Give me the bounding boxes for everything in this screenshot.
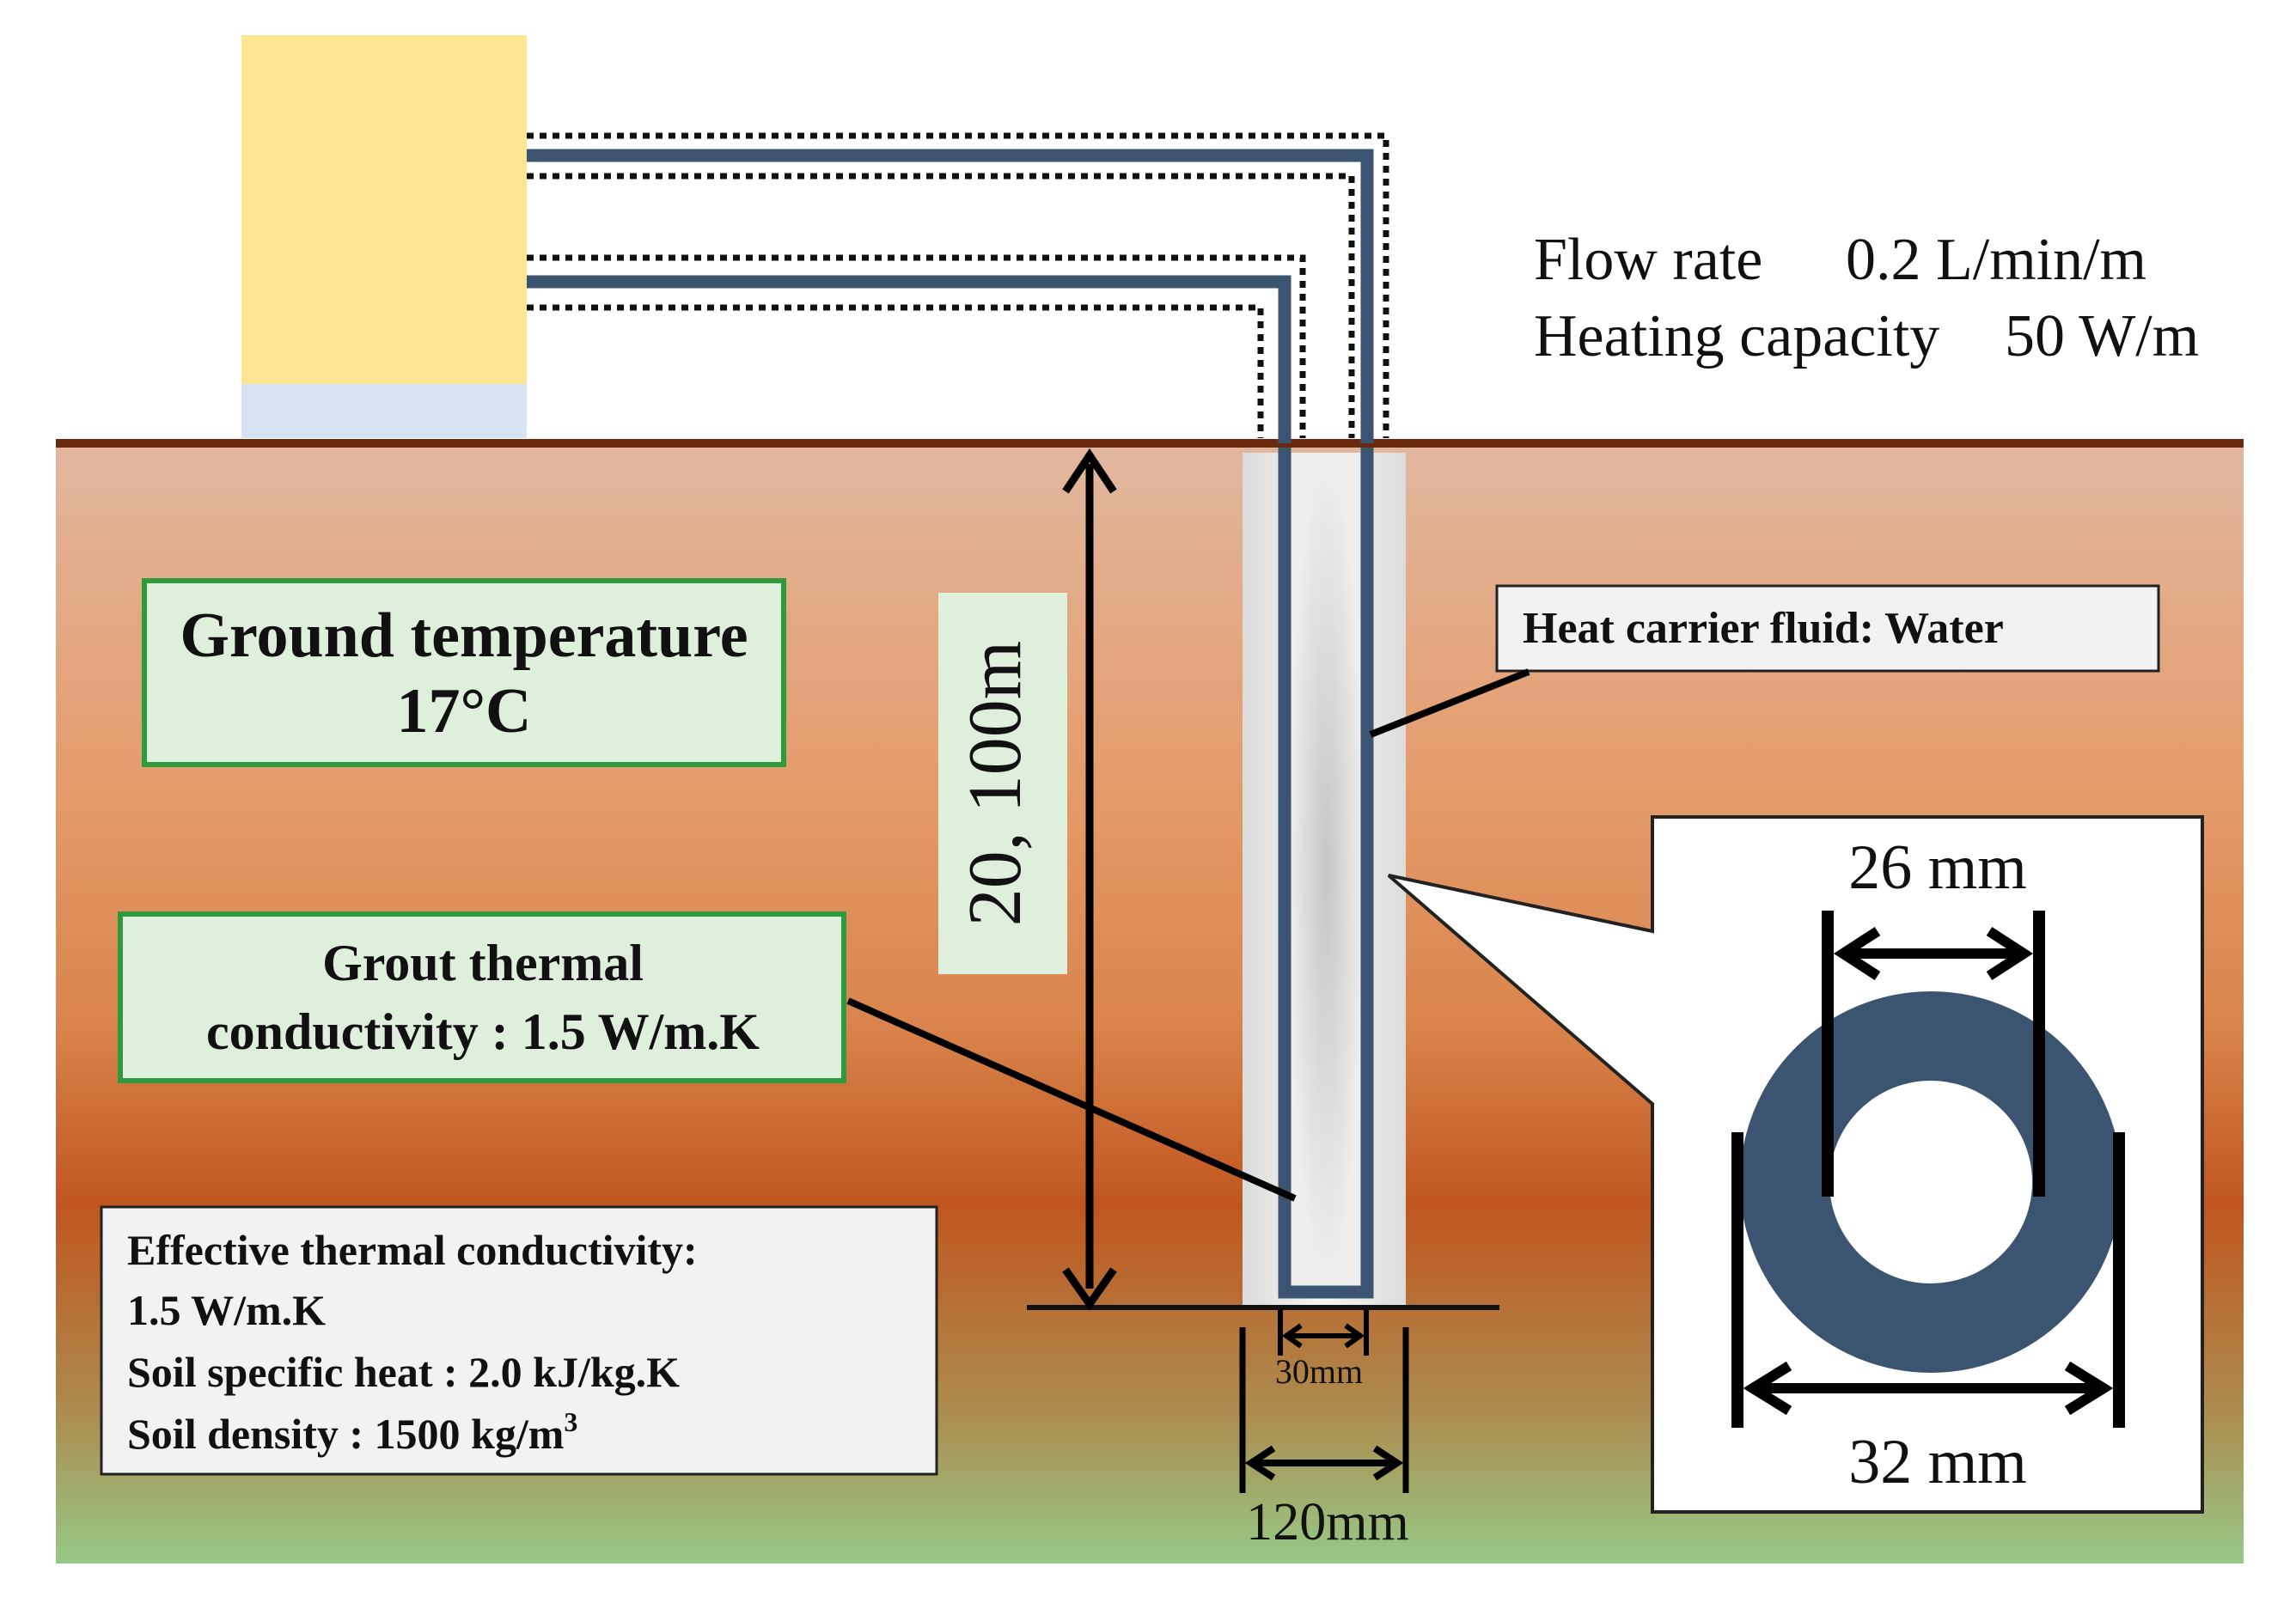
flow-rate-value: 0.2 L/min/m: [1846, 227, 2146, 293]
surface-pipes: [527, 149, 1374, 443]
pipe-spacing-dimension: [1278, 1310, 1369, 1356]
return-pipe: [527, 149, 1374, 443]
heating-capacity-value: 50 W/m: [2005, 303, 2199, 369]
u-tube: [1278, 448, 1374, 1299]
soil-density-text: Soil density : 1500 kg/m: [127, 1410, 564, 1458]
pipe-cross-section: [1740, 991, 2122, 1373]
grout-conductivity-line1: Grout thermal: [322, 935, 644, 991]
building-upper: [241, 35, 527, 384]
depth-arrow: [1062, 448, 1117, 1311]
outer-diameter-dimension: [1731, 1132, 2125, 1428]
depth-label-box: [938, 593, 1067, 974]
ground-temperature-title: Ground temperature: [180, 600, 748, 671]
grout-conductivity-box: [118, 911, 846, 1083]
grout-leader-line: [846, 997, 1297, 1202]
grout-conductivity-line2: conductivity : 1.5 W/m.K: [206, 1003, 760, 1060]
ground-temperature-box: [142, 578, 786, 767]
soil-line-1: Effective thermal conductivity:: [127, 1226, 698, 1274]
supply-pipe: [527, 275, 1292, 443]
heating-capacity-label: Heating capacity: [1534, 303, 1939, 369]
outer-diameter-label: 32 mm: [1848, 1427, 2027, 1497]
pipe-insulation: [527, 132, 1389, 438]
inner-diameter-dimension: [1822, 911, 2045, 1197]
borehole-diameter-label: 120mm: [1246, 1493, 1408, 1551]
fluid-label-box: [1495, 584, 2160, 673]
soil-density-superscript: 3: [564, 1406, 577, 1437]
soil-line-2: 1.5 W/m.K: [127, 1286, 326, 1334]
borehole-inner: [1289, 453, 1364, 1288]
flow-rate-label: Flow rate: [1534, 227, 1762, 293]
soil-properties-box: [100, 1205, 938, 1476]
soil-line-4: Soil density : 1500 kg/m3: [127, 1406, 577, 1458]
soil-line-3: Soil specific heat : 2.0 kJ/kg.K: [127, 1348, 680, 1396]
fluid-label: Heat carrier fluid: Water: [1523, 604, 2004, 653]
ground-temperature-value: 17°C: [396, 676, 531, 747]
building-base: [241, 384, 527, 438]
pipe-spacing-label: 30mm: [1275, 1352, 1363, 1391]
building-unit: [241, 35, 527, 438]
depth-label: 20, 100m: [954, 641, 1037, 926]
borehole-diameter-dimension: [1239, 1327, 1409, 1493]
inner-diameter-label: 26 mm: [1848, 832, 2027, 903]
fluid-leader-line: [1369, 668, 1530, 738]
